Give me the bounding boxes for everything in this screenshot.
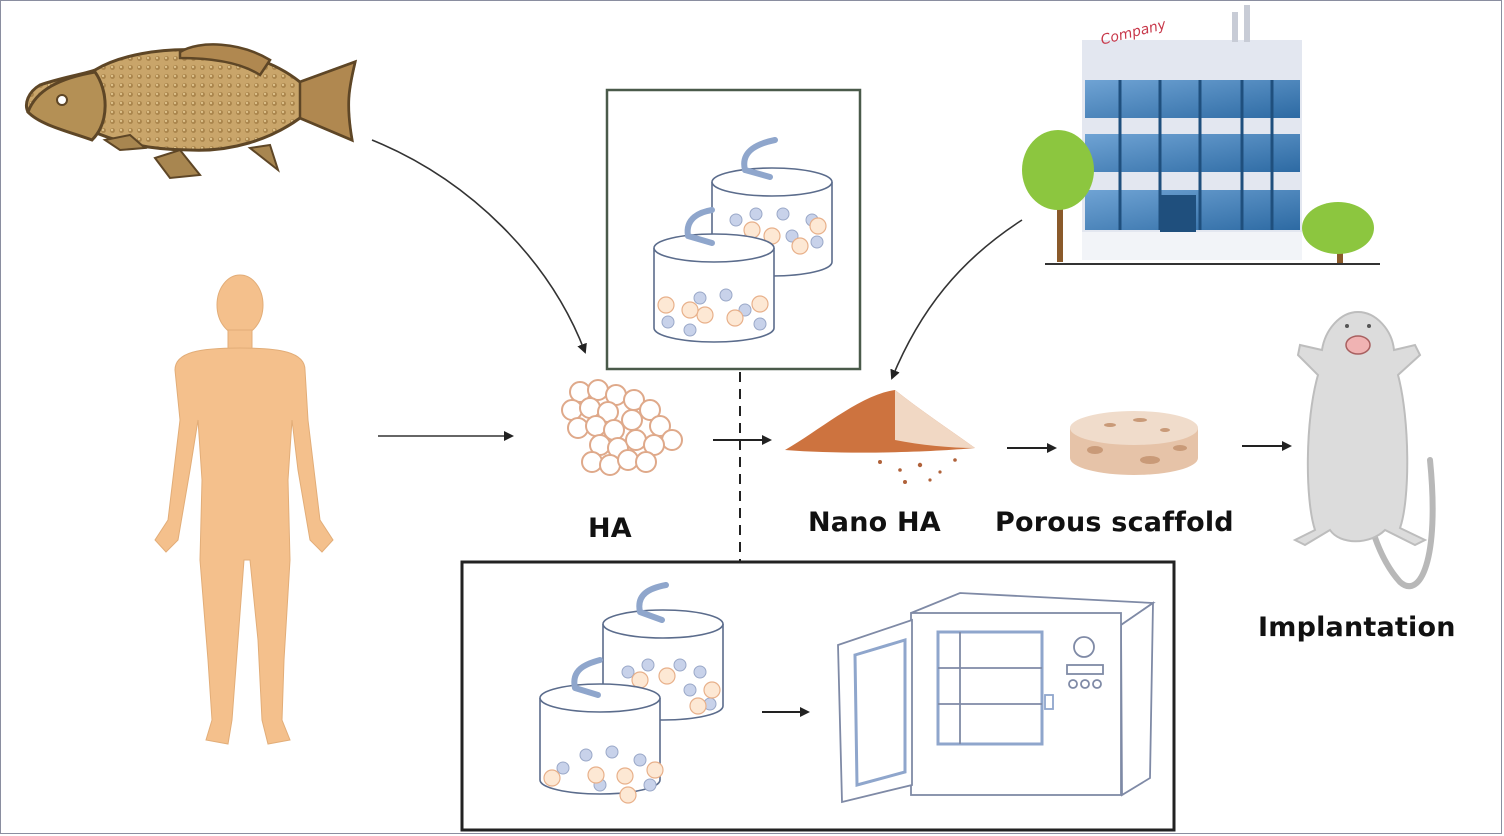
human-body-icon xyxy=(154,274,334,745)
fish-icon xyxy=(25,43,358,180)
label-ha: HA xyxy=(588,513,632,544)
company-building-icon: Company xyxy=(1022,5,1380,265)
ha-particles-icon xyxy=(561,379,683,476)
scaffold-disc-icon xyxy=(1070,411,1198,475)
ball-mill-jars-icon xyxy=(653,137,833,343)
arrow-company-to-nano-ha xyxy=(890,219,1023,380)
arrow-fish-to-ha xyxy=(371,139,587,354)
drying-oven-icon xyxy=(837,592,1156,804)
ball-mill-jars-icon xyxy=(539,582,724,804)
label-nano-ha: Nano HA xyxy=(808,507,941,538)
label-porous-scaffold: Porous scaffold xyxy=(995,507,1234,538)
powder-pile-icon xyxy=(785,390,975,484)
rat-icon xyxy=(1292,310,1436,590)
label-implantation: Implantation xyxy=(1258,612,1456,643)
